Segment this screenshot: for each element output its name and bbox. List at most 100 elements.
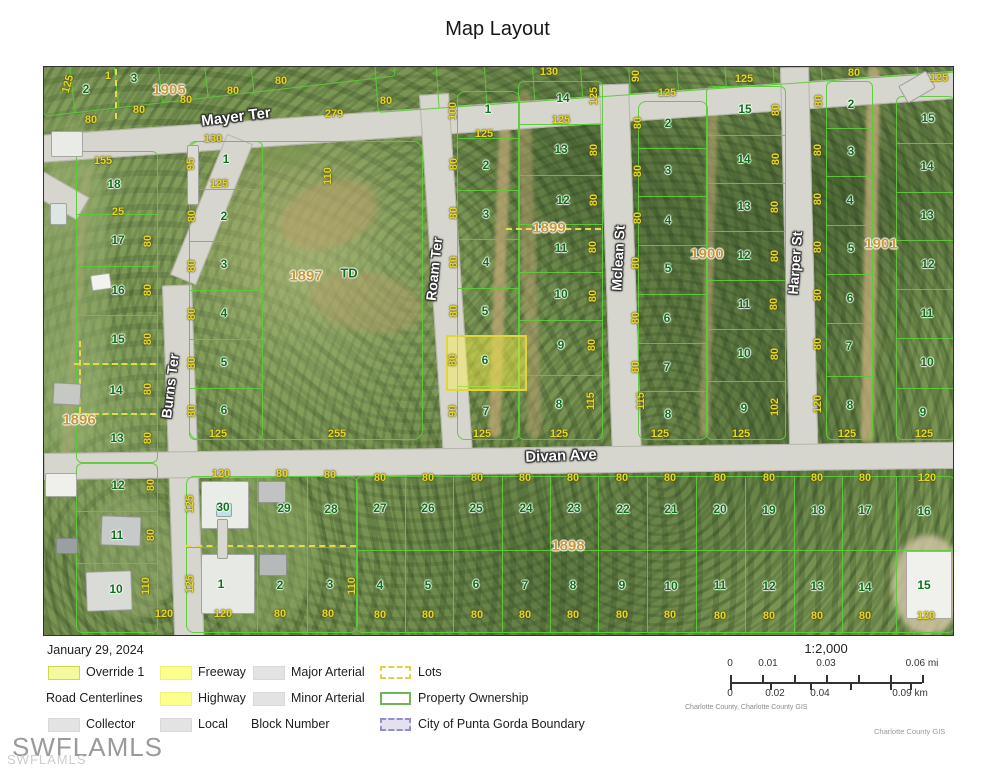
- map-date: January 29, 2024: [47, 643, 144, 657]
- dimension-label: 1: [104, 70, 112, 82]
- dimension-label: 125: [929, 72, 949, 84]
- parcel-divider: [578, 67, 584, 98]
- parcel-divider: [550, 477, 551, 632]
- dimension-label: 130: [203, 133, 223, 145]
- lot-number: 11: [920, 306, 934, 320]
- dimension-label: 80: [663, 609, 677, 621]
- block-number-1901: 1901: [864, 235, 898, 253]
- parcel-divider: [707, 329, 785, 330]
- parcel-outline: [186, 476, 358, 633]
- building: [258, 481, 286, 503]
- dimension-label: 120: [917, 472, 937, 484]
- scale-tick: [794, 675, 796, 683]
- scale-tick: [730, 675, 732, 683]
- block-number-1905: 1905: [152, 81, 186, 99]
- dimension-label: 80: [770, 152, 782, 166]
- dimension-label: 80: [186, 404, 198, 418]
- dimension-label: 80: [132, 104, 146, 116]
- lot-number: 6: [220, 403, 228, 417]
- lot-number: 11: [554, 241, 568, 255]
- dimension-label: 80: [448, 206, 460, 220]
- legend-swatch-ownership: [380, 692, 411, 705]
- parcel-divider: [190, 388, 262, 389]
- dimension-label: 80: [847, 67, 861, 79]
- lot-number: 13: [810, 579, 824, 593]
- parcel-divider: [190, 189, 262, 190]
- lot-number: 12: [737, 248, 751, 262]
- parcel-divider: [722, 67, 727, 88]
- lot-number: 14: [858, 580, 872, 594]
- dimension-label: 125: [474, 128, 494, 140]
- lot-number: 7: [663, 360, 671, 374]
- legend-label: Highway: [198, 691, 246, 705]
- lot-number: 25: [469, 501, 483, 515]
- dimension-label: 80: [587, 289, 599, 303]
- dimension-label: 80: [713, 472, 727, 484]
- lot-number: 13: [554, 142, 568, 156]
- parcel-divider: [827, 323, 872, 324]
- parcel-divider: [897, 289, 953, 290]
- lot-number: 13: [110, 431, 124, 445]
- lot-number: 9: [740, 401, 748, 415]
- legend-swatch-gray: [253, 666, 285, 680]
- lot-number: 30: [216, 500, 230, 514]
- parcel-divider: [770, 67, 775, 85]
- legend-swatch-gray: [160, 718, 192, 732]
- lot-number: 10: [554, 287, 568, 301]
- scale-tick: [762, 675, 764, 683]
- dimension-label: 80: [769, 200, 781, 214]
- block-number-1898: 1898: [551, 537, 585, 555]
- parcel-divider: [647, 477, 648, 632]
- scale-mi-label: 0.01: [758, 658, 778, 669]
- lot-number: 4: [482, 255, 490, 269]
- parcel-divider: [865, 67, 871, 78]
- lot-number: 15: [738, 102, 752, 116]
- block-number-1896: 1896: [62, 411, 96, 429]
- dimension-label: 125: [650, 428, 670, 440]
- block-number-1899: 1899: [532, 219, 566, 237]
- scale-km-label: 0.09 km: [892, 688, 928, 699]
- parcel-divider: [696, 477, 697, 632]
- dimension-label: 80: [145, 528, 157, 542]
- scale-km-label: 0.02: [765, 688, 785, 699]
- dimension-label: 80: [421, 609, 435, 621]
- parcel-divider: [434, 67, 440, 108]
- lot-number: 4: [664, 213, 672, 227]
- scale-tick: [826, 675, 828, 683]
- legend-swatch-override: [48, 666, 80, 680]
- lot-number: 17: [111, 233, 125, 247]
- dimension-label: 80: [186, 356, 198, 370]
- legend-label: Freeway: [198, 665, 246, 679]
- parcel-divider: [519, 224, 602, 225]
- legend-label: City of Punta Gorda Boundary: [418, 717, 585, 731]
- dimension-label: 80: [632, 211, 644, 225]
- lot-number: 7: [845, 339, 853, 353]
- legend-swatch-lots: [380, 666, 411, 679]
- parcel-divider: [639, 391, 707, 392]
- scale-km-label: 0.04: [810, 688, 830, 699]
- dimension-label: 80: [142, 234, 154, 248]
- dimension-label: 80: [812, 337, 824, 351]
- scale-tick: [890, 675, 892, 683]
- parcel-outline: [518, 81, 603, 440]
- building: [56, 538, 78, 554]
- lot-number: 4: [376, 578, 384, 592]
- dimension-label: 125: [588, 86, 600, 106]
- dimension-label: 80: [770, 103, 782, 117]
- lot-number: 2: [220, 209, 228, 223]
- dimension-label: 80: [84, 114, 98, 126]
- scale-mi-label: 0.03: [816, 658, 836, 669]
- dimension-label: 80: [632, 116, 644, 130]
- dimension-label: 80: [630, 311, 642, 325]
- dimension-label: 125: [208, 428, 228, 440]
- dimension-label: 80: [274, 75, 288, 87]
- legend-label: Property Ownership: [418, 691, 529, 705]
- parcel-divider: [519, 320, 602, 321]
- scale-ratio: 1:2,000: [804, 641, 848, 656]
- parcel-outline: [638, 101, 708, 440]
- parcel-divider: [453, 477, 454, 632]
- dimension-label: 125: [551, 114, 571, 126]
- parcel-divider: [77, 563, 157, 564]
- lot-number: 24: [519, 501, 533, 515]
